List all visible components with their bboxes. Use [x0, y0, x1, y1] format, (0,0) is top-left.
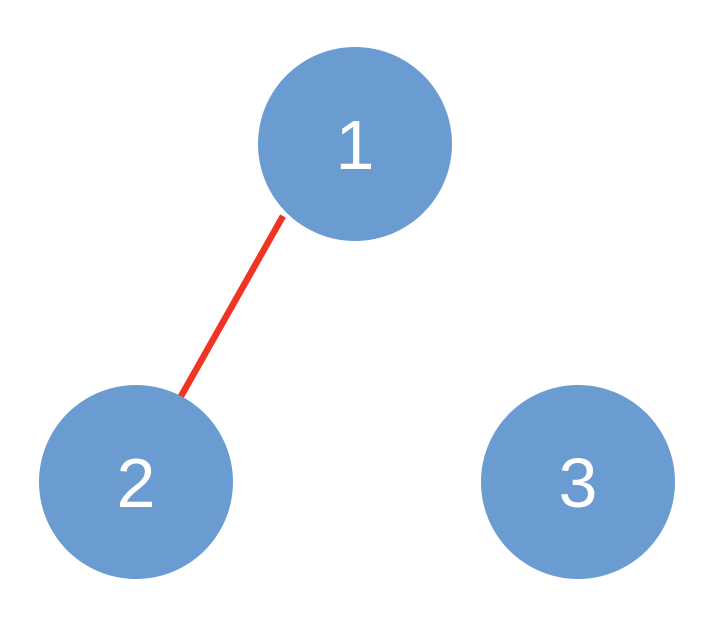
graph-edge-1-2[interactable]: [177, 214, 286, 400]
graph-node-3[interactable]: 3: [481, 385, 675, 579]
graph-node-1[interactable]: 1: [258, 47, 452, 241]
node-circle-1[interactable]: [258, 47, 452, 241]
node-label-1: 1: [336, 106, 375, 184]
node-circle-2[interactable]: [39, 385, 233, 579]
node-label-2: 2: [117, 444, 156, 522]
node-label-3: 3: [559, 444, 598, 522]
nodes-layer: 1 2 3: [39, 47, 675, 579]
node-circle-3[interactable]: [481, 385, 675, 579]
edges-layer: [177, 214, 286, 400]
graph-node-2[interactable]: 2: [39, 385, 233, 579]
